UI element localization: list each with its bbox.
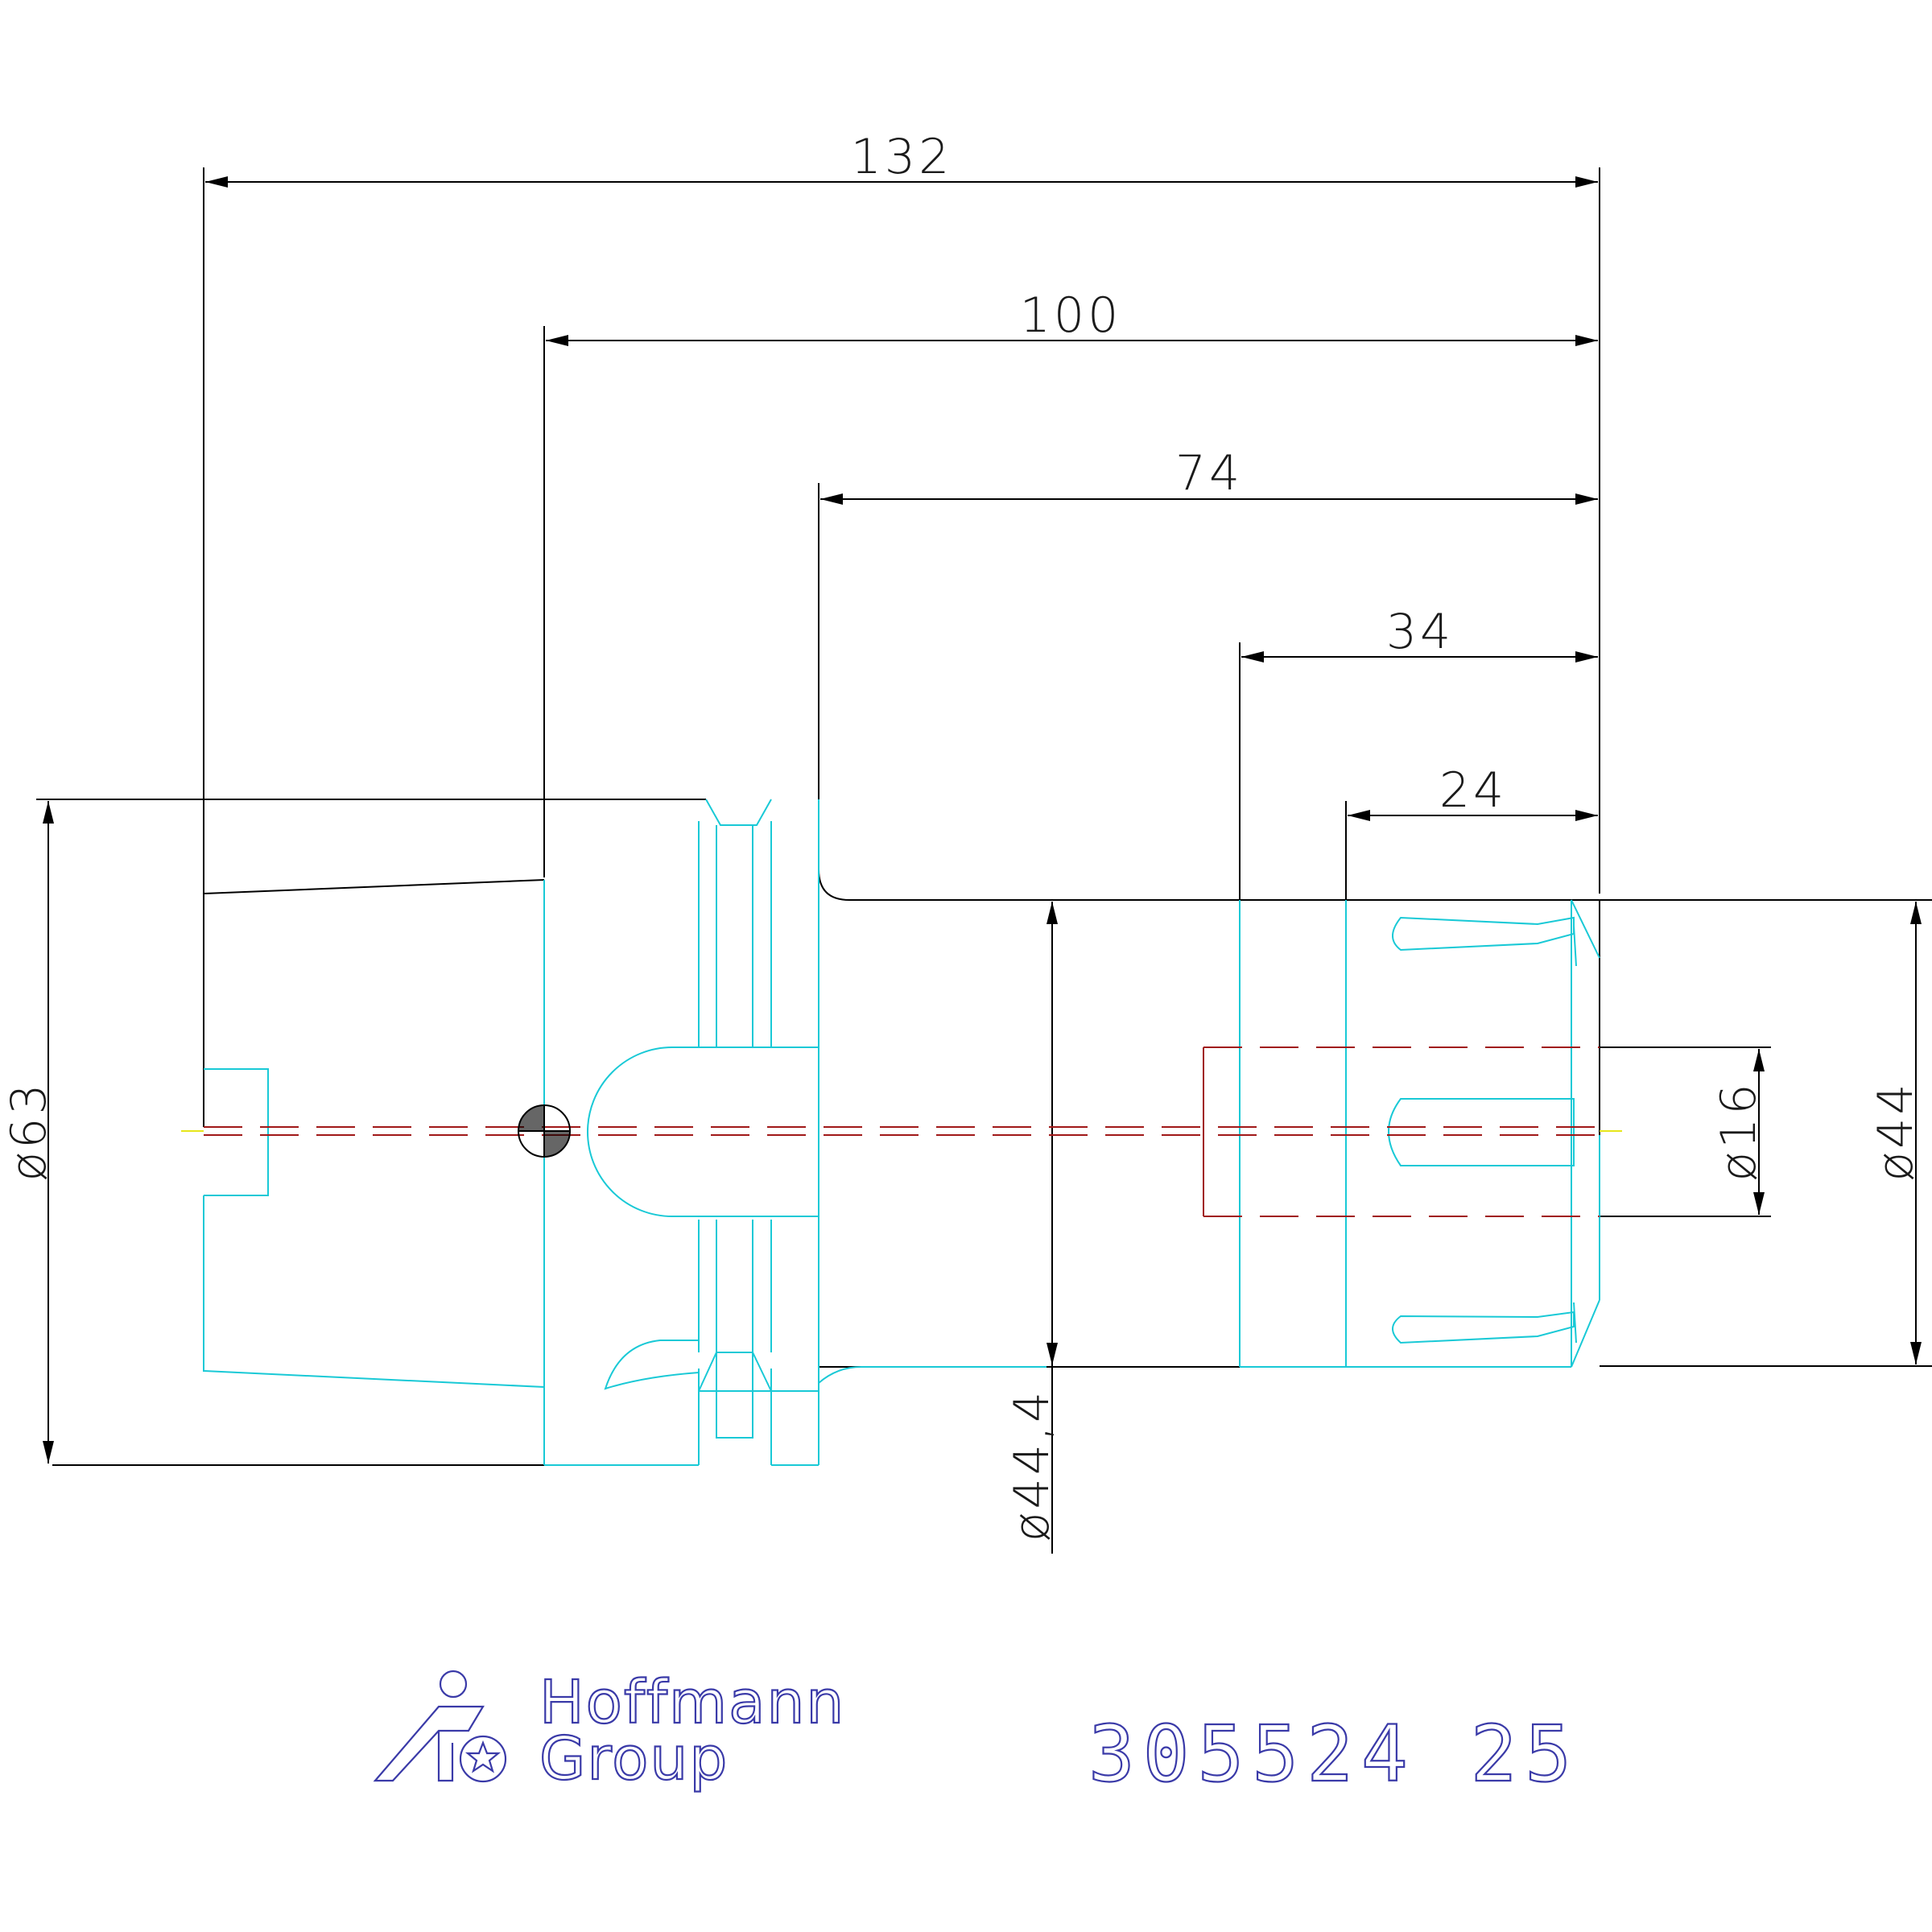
dim-label-16: ø16 — [1711, 1080, 1767, 1181]
dim-label-24: 24 — [1439, 762, 1507, 819]
dim-label-44: ø44 — [1868, 1080, 1924, 1181]
dim-label-63: ø63 — [1, 1080, 57, 1181]
brand-line-1: Hoffmann — [539, 1668, 845, 1737]
brand-line-2: Group — [539, 1724, 729, 1794]
reference-point-symbol — [518, 1104, 571, 1158]
hidden-lines — [181, 1046, 1622, 1217]
dim-label-132: 132 — [851, 129, 953, 185]
dim-label-74: 74 — [1175, 445, 1243, 502]
dim-label-34: 34 — [1386, 604, 1454, 660]
dim-label-100: 100 — [1020, 287, 1122, 344]
hoffmann-logo-icon — [373, 1670, 507, 1783]
part-number: 305524 25 — [1088, 1709, 1579, 1799]
part-outline-cyan — [203, 799, 1600, 1466]
hoffmann-logo: Hoffmann Group — [373, 1667, 845, 1794]
part-outline-black — [203, 799, 1600, 1368]
dimension-lines — [36, 167, 1932, 1554]
dim-label-44-4: ø44,4 — [1004, 1389, 1060, 1542]
